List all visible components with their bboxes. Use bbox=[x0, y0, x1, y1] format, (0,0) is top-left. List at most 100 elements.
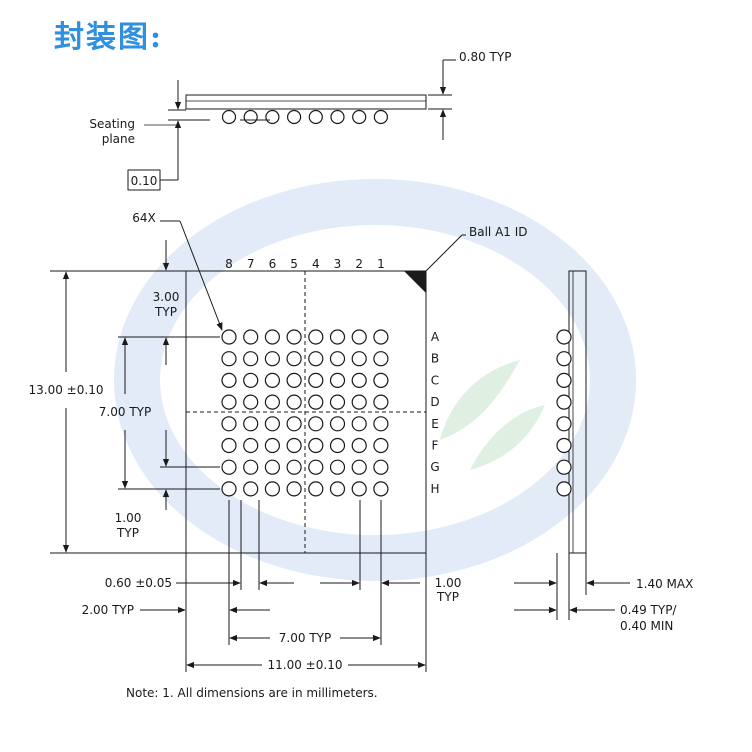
solder-ball bbox=[329, 329, 346, 345]
column-label: 1 bbox=[377, 257, 385, 271]
row-span-dim: 7.00 TYP bbox=[99, 405, 151, 419]
solder-ball bbox=[286, 372, 302, 388]
standoff-dim-min: 0.40 MIN bbox=[620, 619, 673, 633]
row-label: F bbox=[432, 439, 439, 453]
seating-plane-label: Seating bbox=[89, 117, 135, 131]
solder-ball bbox=[221, 329, 237, 345]
side-view-ball bbox=[373, 109, 388, 125]
side-view-package-body bbox=[185, 94, 427, 110]
package-height-dim: 13.00 ±0.10 bbox=[29, 383, 104, 397]
end-view-package-body bbox=[568, 270, 587, 554]
solder-ball bbox=[243, 351, 259, 367]
solder-ball bbox=[351, 329, 367, 345]
solder-ball bbox=[329, 416, 346, 432]
solder-ball bbox=[329, 459, 346, 475]
dimensions-note: Note: 1. All dimensions are in millimete… bbox=[126, 686, 378, 700]
side-view: Seating plane 0.10 0.80 TYP bbox=[89, 50, 511, 191]
solder-ball bbox=[308, 351, 324, 367]
end-view-ball bbox=[556, 372, 572, 388]
solder-ball bbox=[286, 437, 302, 454]
solder-ball bbox=[329, 372, 346, 388]
solder-ball bbox=[351, 416, 367, 432]
row-label: H bbox=[430, 482, 439, 496]
solder-ball bbox=[329, 351, 346, 367]
package-width-dim: 11.00 ±0.10 bbox=[268, 658, 343, 672]
solder-ball bbox=[351, 459, 367, 475]
ball-a1-marker bbox=[404, 271, 426, 293]
solder-ball bbox=[373, 394, 389, 410]
col-pitch-dim-typ: TYP bbox=[436, 590, 459, 604]
end-view-ball bbox=[556, 459, 572, 475]
solder-ball bbox=[286, 416, 302, 432]
end-view-ball bbox=[556, 416, 572, 432]
row-label: G bbox=[430, 460, 439, 474]
solder-ball bbox=[351, 351, 367, 367]
solder-ball bbox=[243, 437, 259, 454]
side-view-ball bbox=[308, 109, 323, 125]
thickness-dim: 0.80 TYP bbox=[459, 50, 511, 64]
solder-ball bbox=[286, 351, 302, 367]
col-pitch-dim: 1.00 bbox=[435, 576, 462, 590]
solder-ball bbox=[221, 481, 237, 497]
max-height-dim: 1.40 MAX bbox=[636, 577, 693, 591]
end-view-ball bbox=[556, 481, 572, 497]
column-label: 2 bbox=[355, 257, 363, 271]
edge-to-row-a-dim: 3.00 bbox=[153, 290, 180, 304]
side-view-ball bbox=[243, 109, 258, 125]
solder-ball bbox=[264, 372, 280, 388]
solder-ball bbox=[286, 459, 302, 475]
row-pitch-dim-typ: TYP bbox=[116, 526, 139, 540]
solder-ball bbox=[373, 459, 389, 475]
edge-to-row-a-dim-typ: TYP bbox=[154, 305, 177, 319]
row-label: B bbox=[431, 352, 439, 366]
solder-ball bbox=[351, 372, 367, 388]
solder-ball bbox=[264, 351, 280, 367]
row-label: A bbox=[431, 330, 440, 344]
solder-ball bbox=[308, 481, 324, 497]
solder-ball bbox=[286, 329, 302, 345]
solder-ball bbox=[286, 394, 302, 410]
solder-ball bbox=[221, 437, 237, 454]
solder-ball bbox=[221, 416, 237, 432]
solder-ball bbox=[308, 329, 324, 345]
end-view-ball bbox=[556, 437, 572, 454]
solder-ball bbox=[221, 372, 237, 388]
solder-ball bbox=[286, 481, 302, 497]
solder-ball bbox=[373, 481, 389, 497]
ball-grid bbox=[221, 329, 389, 497]
col-span-dim: 7.00 TYP bbox=[279, 631, 331, 645]
section-heading: 封装图: bbox=[54, 20, 164, 55]
solder-ball bbox=[264, 481, 280, 497]
coplanarity-value: 0.10 bbox=[131, 174, 158, 188]
side-view-ball bbox=[330, 109, 345, 125]
end-view-ball bbox=[556, 394, 572, 410]
edge-to-col-dim: 2.00 TYP bbox=[82, 603, 134, 617]
solder-ball bbox=[221, 351, 237, 367]
ball-count-label: 64X bbox=[132, 211, 156, 225]
coplanarity-box bbox=[127, 169, 161, 191]
solder-ball bbox=[308, 437, 324, 454]
end-view-ball bbox=[556, 329, 572, 345]
column-label: 6 bbox=[269, 257, 277, 271]
watermark-logo bbox=[114, 179, 636, 581]
solder-ball bbox=[373, 372, 389, 388]
seating-plane-label-2: plane bbox=[102, 132, 135, 146]
column-label: 8 bbox=[225, 257, 233, 271]
column-label: 7 bbox=[247, 257, 255, 271]
solder-ball bbox=[373, 329, 389, 345]
solder-ball bbox=[329, 394, 346, 410]
row-pitch-dim: 1.00 bbox=[115, 511, 142, 525]
solder-ball bbox=[221, 459, 237, 475]
column-label: 3 bbox=[334, 257, 342, 271]
ball-a1-label: Ball A1 ID bbox=[469, 225, 528, 239]
solder-ball bbox=[308, 459, 324, 475]
solder-ball bbox=[243, 329, 259, 345]
solder-ball bbox=[351, 481, 367, 497]
side-view-ball bbox=[352, 109, 367, 125]
solder-ball bbox=[243, 394, 259, 410]
solder-ball bbox=[308, 416, 324, 432]
end-view: 1.40 MAX 0.49 TYP/ 0.40 MIN bbox=[514, 270, 693, 633]
